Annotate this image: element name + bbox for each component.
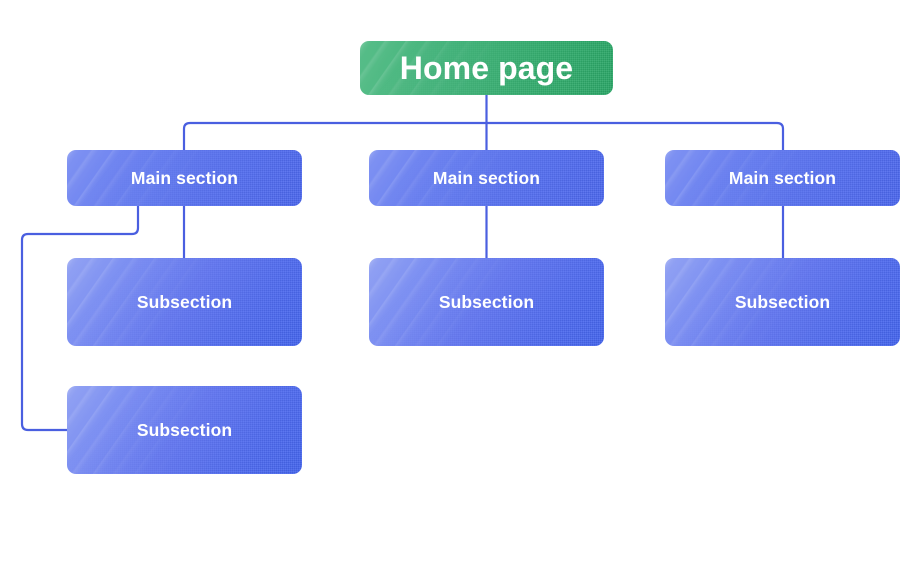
node-streak-texture: [369, 258, 604, 346]
node-label: Main section: [130, 167, 239, 188]
node-label: Main section: [432, 167, 541, 188]
node-streak-texture: [67, 150, 302, 206]
node-home-page[interactable]: Home page: [360, 41, 613, 95]
node-grain-texture: [665, 150, 900, 206]
node-main-section-1[interactable]: Main section: [67, 150, 302, 206]
node-subsection-3[interactable]: Subsection: [665, 258, 900, 346]
node-label: Main section: [728, 167, 837, 188]
node-grain-texture: [369, 150, 604, 206]
node-grain-texture: [369, 258, 604, 346]
node-label: Subsection: [438, 291, 535, 312]
node-streak-texture: [665, 150, 900, 206]
node-label: Subsection: [734, 291, 831, 312]
node-label: Subsection: [136, 291, 233, 312]
node-subsection-4[interactable]: Subsection: [67, 386, 302, 474]
node-subsection-2[interactable]: Subsection: [369, 258, 604, 346]
connector-bus-to-main-1: [182, 121, 487, 150]
node-streak-texture: [665, 258, 900, 346]
node-label: Subsection: [136, 419, 233, 440]
node-label: Home page: [399, 49, 574, 86]
node-main-section-3[interactable]: Main section: [665, 150, 900, 206]
node-grain-texture: [67, 150, 302, 206]
node-streak-texture: [369, 150, 604, 206]
node-streak-texture: [360, 41, 613, 95]
node-subsection-1[interactable]: Subsection: [67, 258, 302, 346]
node-grain-texture: [665, 258, 900, 346]
node-main-section-2[interactable]: Main section: [369, 150, 604, 206]
connector-bus-to-main-3: [486, 121, 785, 150]
node-grain-texture: [360, 41, 613, 95]
